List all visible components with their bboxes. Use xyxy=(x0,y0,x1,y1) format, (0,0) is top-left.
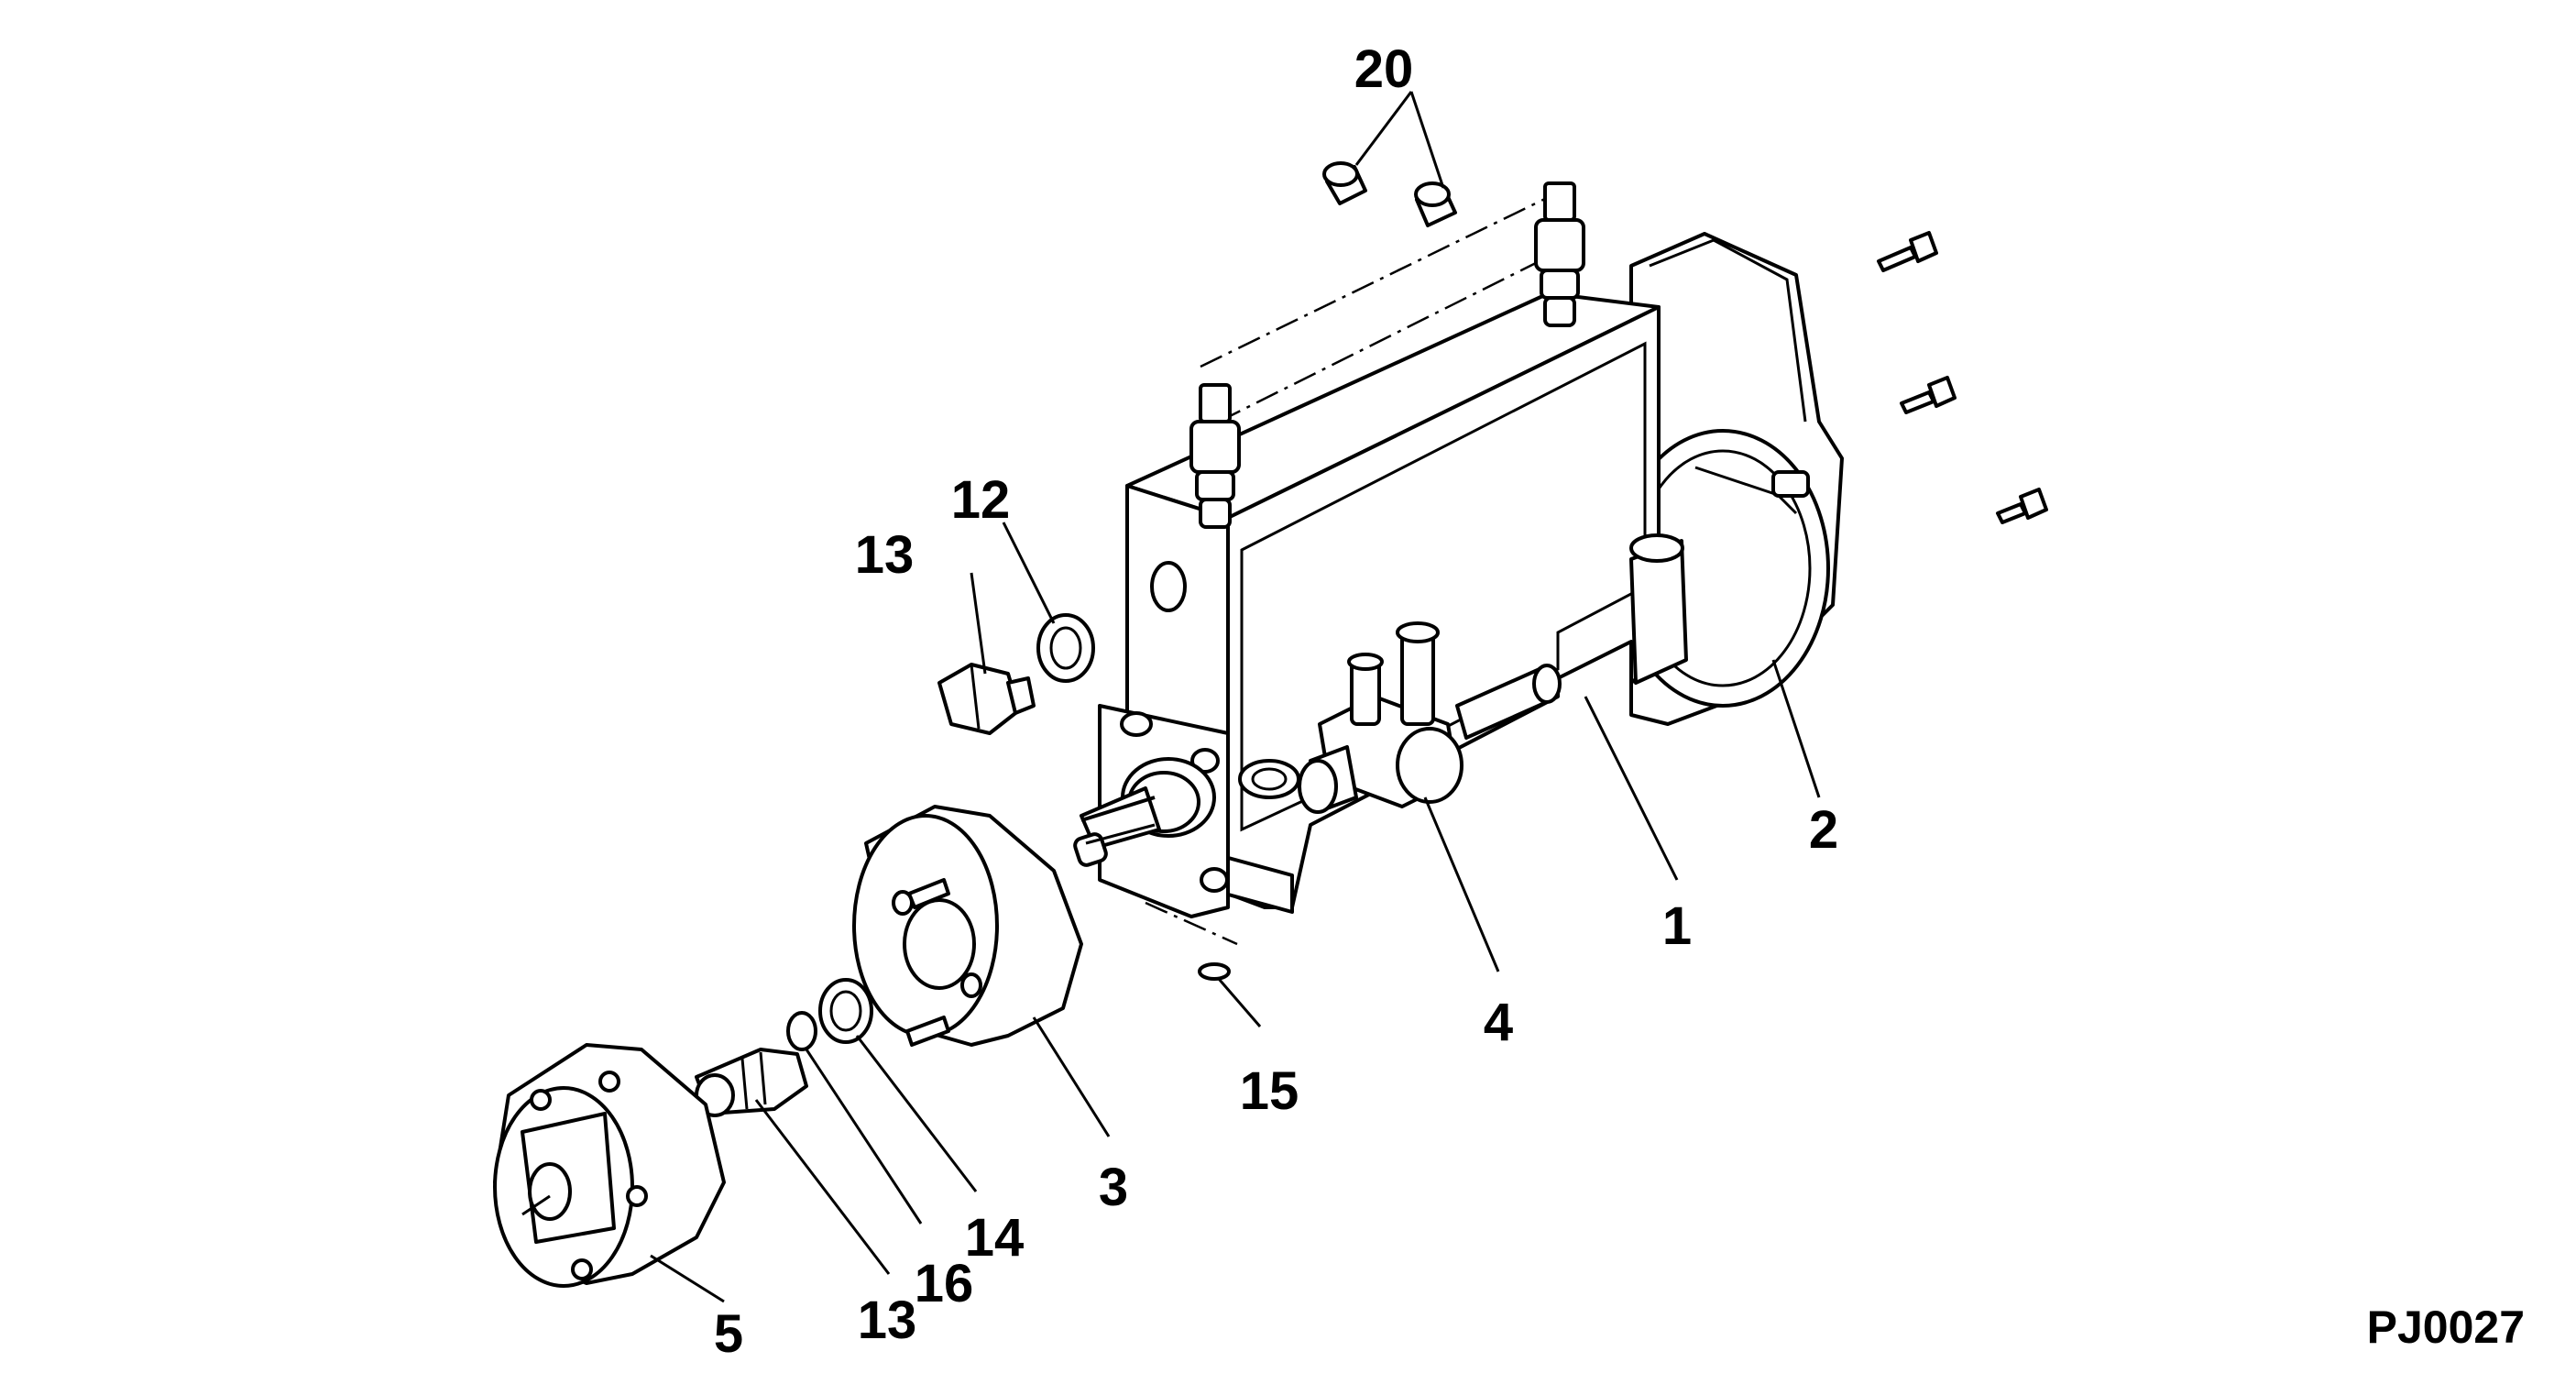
hex-plug xyxy=(937,663,1036,735)
callout-labels: 20 13 12 2 1 4 15 3 14 16 14 13 5 xyxy=(714,39,1838,1364)
delivery-valve-right xyxy=(1534,181,1585,327)
callout-14: 14 xyxy=(965,1208,1025,1268)
drive-shaft-adapter xyxy=(695,1048,808,1117)
leader-lines xyxy=(650,91,1821,1303)
callout-5: 5 xyxy=(714,1304,743,1364)
o-ring xyxy=(786,1011,817,1051)
callout-4: 4 xyxy=(1484,993,1513,1052)
cap-nuts xyxy=(1322,161,1457,227)
mounting-screws xyxy=(1877,231,2048,524)
washer xyxy=(818,978,873,1044)
coupling-flange xyxy=(493,1043,726,1288)
callout-12: 13 xyxy=(855,525,915,585)
front-flange xyxy=(1073,704,1230,918)
callout-15: 15 xyxy=(1240,1061,1299,1121)
callout-2: 2 xyxy=(1809,800,1838,860)
woodruff-key xyxy=(1198,962,1231,981)
callout-11: 12 xyxy=(951,470,1011,530)
callout-13-label: 13 xyxy=(858,1291,917,1350)
sealing-washer xyxy=(1036,613,1095,683)
callout-1: 1 xyxy=(1662,896,1692,956)
callout-3: 3 xyxy=(1099,1158,1128,1217)
callout-16: 16 xyxy=(915,1254,974,1313)
figure-code: PJ0027 xyxy=(2367,1302,2525,1353)
drive-hub xyxy=(852,805,1083,1047)
transfer-pump-fitting xyxy=(1298,621,1562,814)
callout-20: 20 xyxy=(1354,39,1414,99)
delivery-valve-left xyxy=(1189,383,1241,529)
